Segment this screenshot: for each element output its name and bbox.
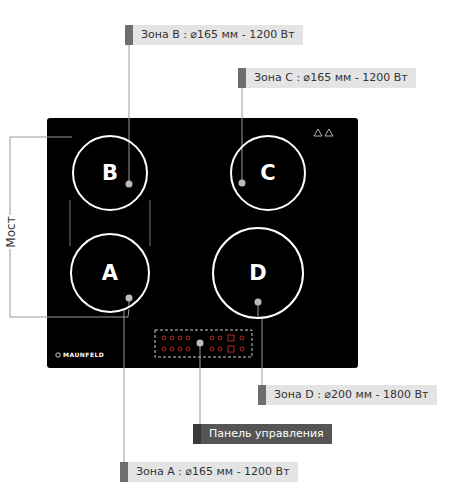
leader-line <box>129 45 130 140</box>
callout-box: Зона A : ⌀165 мм - 1200 Вт <box>120 462 298 482</box>
callout-text: Зона B : ⌀165 мм - 1200 Вт <box>141 28 295 41</box>
callout-box: Панель управления <box>193 424 332 444</box>
leader-line <box>124 310 125 462</box>
bridge-mark <box>149 200 151 246</box>
zone-letter: C <box>260 161 275 185</box>
zone-letter: B <box>102 161 118 185</box>
bridge-bracket <box>10 137 128 317</box>
cooking-zone: C <box>230 135 306 211</box>
cooking-zone: A <box>70 233 150 313</box>
bridge-label: Мост <box>3 215 19 249</box>
callout-text: Зона D : ⌀200 мм - 1800 Вт <box>274 388 429 401</box>
zone-letter: A <box>102 261 118 285</box>
warning-icon <box>314 129 333 136</box>
leader-line <box>262 319 263 385</box>
callout-box: Зона D : ⌀200 мм - 1800 Вт <box>258 385 437 405</box>
callout-box: Зона B : ⌀165 мм - 1200 Вт <box>125 25 303 45</box>
glass-panel <box>47 118 358 368</box>
callout-text: Панель управления <box>209 427 324 440</box>
leader-line <box>242 88 243 145</box>
control-icons <box>162 335 244 352</box>
zone-letter: D <box>249 261 266 285</box>
leader-dot <box>126 180 262 347</box>
brand-logo: MAUNFELD <box>63 351 104 358</box>
bracket-tick <box>128 309 129 317</box>
bridge-mark <box>69 200 71 246</box>
cooktop-panel: MAUNFELD B C A D <box>47 118 358 368</box>
cooking-zone: B <box>72 135 148 211</box>
callout-box: Зона C : ⌀165 мм - 1200 Вт <box>238 68 416 88</box>
callout-text: Зона C : ⌀165 мм - 1200 Вт <box>254 71 408 84</box>
control-panel-outline <box>155 330 252 357</box>
logo-mark <box>56 353 60 357</box>
callout-text: Зона A : ⌀165 мм - 1200 Вт <box>136 465 290 478</box>
cooking-zone: D <box>212 227 304 319</box>
